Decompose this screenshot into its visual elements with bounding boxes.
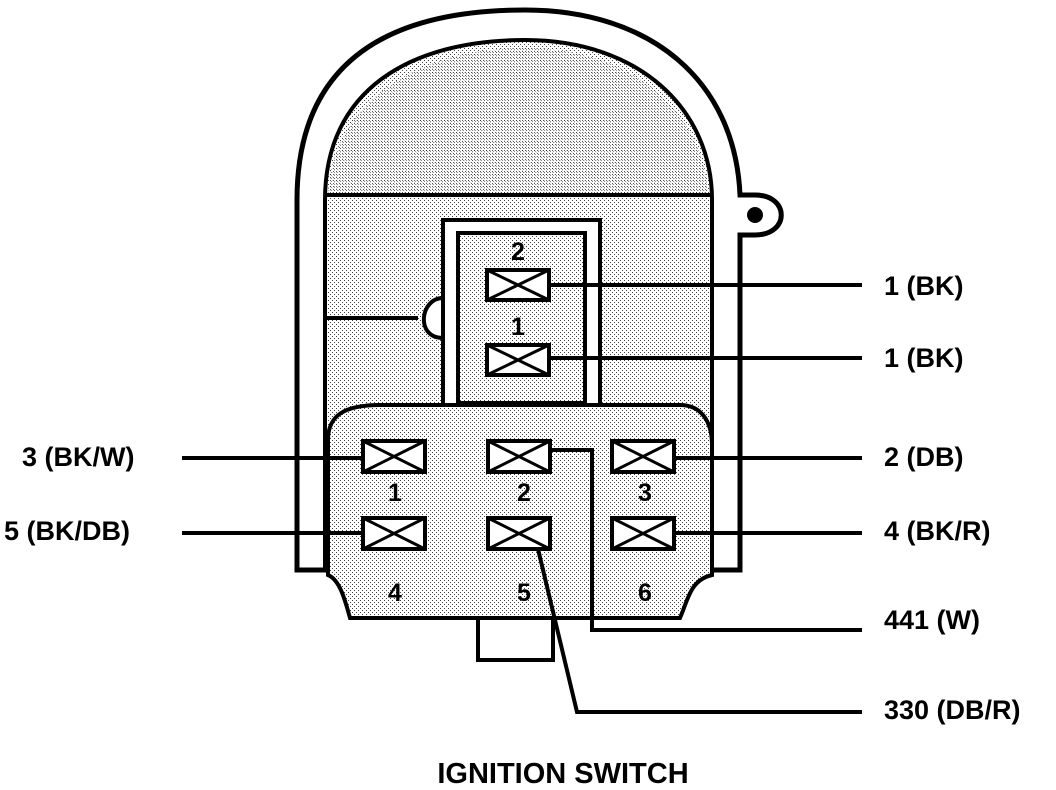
mounting-hole bbox=[747, 207, 763, 223]
upper-cavity-1-label: 1 bbox=[511, 313, 525, 341]
lower-cavity-6-label: 6 bbox=[638, 579, 652, 607]
upper-terminal-2 bbox=[485, 268, 551, 302]
wire-label-lower-2: 441 (W) bbox=[884, 605, 981, 635]
lower-terminal-5 bbox=[486, 516, 552, 551]
connector-latch bbox=[421, 296, 444, 340]
wire-label-lower-3: 2 (DB) bbox=[884, 442, 964, 472]
upper-terminal-1 bbox=[485, 343, 551, 377]
lower-cavity-3-label: 3 bbox=[638, 479, 652, 507]
wire-label-upper-1: 1 (BK) bbox=[884, 343, 964, 373]
upper-connector bbox=[441, 218, 602, 414]
lower-terminal-2 bbox=[486, 439, 552, 474]
lower-terminal-4 bbox=[361, 516, 427, 551]
wire-label-lower-6: 4 (BK/R) bbox=[884, 516, 991, 546]
wire-label-lower-5: 330 (DB/R) bbox=[884, 695, 1021, 725]
connector-key-tab bbox=[476, 616, 555, 662]
upper-cavity-2-label: 2 bbox=[511, 238, 525, 266]
lower-terminal-6 bbox=[610, 516, 676, 551]
wire-lower-2 bbox=[550, 448, 862, 632]
wire-lower-5 bbox=[536, 548, 862, 714]
lower-cavity-5-label: 5 bbox=[517, 579, 531, 607]
lower-cavity-1-label: 1 bbox=[388, 479, 402, 507]
wire-label-lower-4: 5 (BK/DB) bbox=[4, 516, 130, 546]
diagram-title: IGNITION SWITCH bbox=[437, 758, 689, 790]
lower-cavity-4-label: 4 bbox=[388, 579, 402, 607]
wire-label-upper-2: 1 (BK) bbox=[884, 271, 964, 301]
lower-terminal-1 bbox=[361, 439, 427, 474]
lower-terminal-3 bbox=[610, 439, 676, 474]
lower-cavity-2-label: 2 bbox=[517, 479, 531, 507]
wire-label-lower-1: 3 (BK/W) bbox=[22, 442, 135, 472]
